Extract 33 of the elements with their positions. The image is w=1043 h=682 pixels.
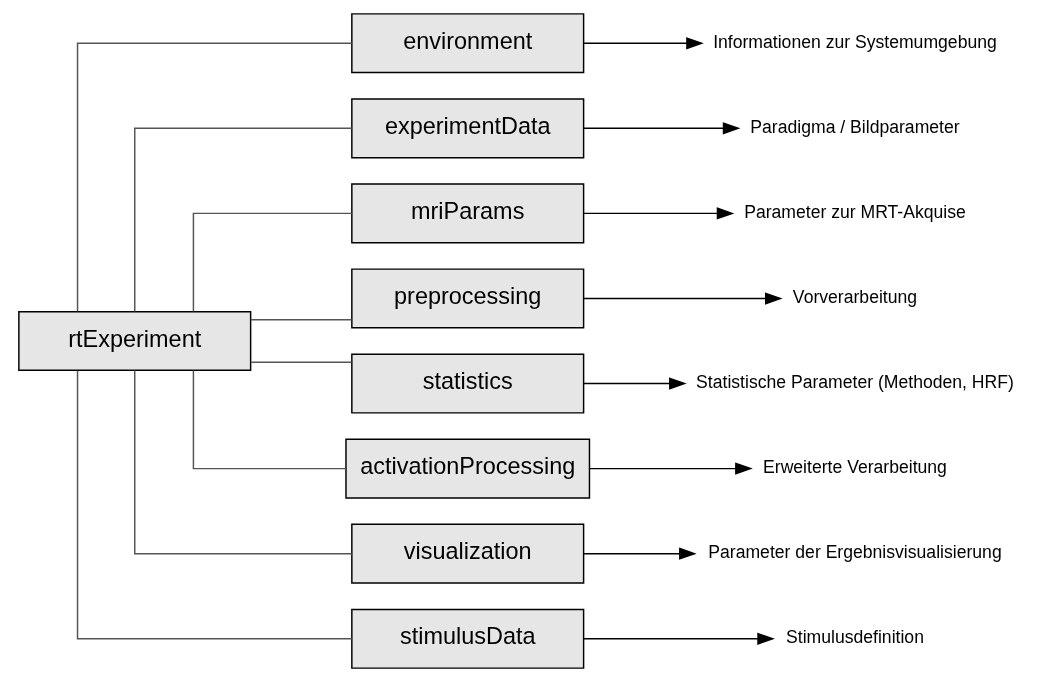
node-text: Statistische Parameter (Methoden, HRF) bbox=[695, 372, 1014, 393]
node-box: visualization bbox=[350, 523, 584, 584]
node-box: activationProcessing bbox=[344, 438, 590, 499]
arrow bbox=[582, 37, 704, 50]
connector bbox=[192, 212, 353, 313]
connector bbox=[249, 319, 352, 321]
node-text: Stimulusdefinition bbox=[785, 627, 924, 648]
arrow bbox=[582, 292, 783, 305]
node-box: statistics bbox=[350, 353, 584, 414]
arrow bbox=[582, 377, 687, 390]
connector bbox=[249, 361, 352, 363]
connector bbox=[76, 42, 352, 313]
arrow bbox=[582, 547, 697, 560]
arrow bbox=[582, 207, 734, 220]
arrow bbox=[588, 462, 753, 475]
node-text: Paradigma / Bildparameter bbox=[749, 116, 960, 137]
node-text: Informationen zur Systemumgebung bbox=[712, 31, 997, 52]
node-box: stimulusData bbox=[350, 608, 584, 669]
node-box: experimentData bbox=[350, 98, 584, 159]
node-text: Parameter zur MRT-Akquise bbox=[743, 201, 966, 222]
connector bbox=[133, 127, 352, 313]
node-box: mriParams bbox=[350, 183, 584, 244]
node-box: rtExperiment bbox=[17, 310, 251, 372]
node-box: environment bbox=[350, 13, 584, 74]
connector bbox=[133, 369, 352, 555]
arrow bbox=[582, 632, 775, 645]
node-box: preprocessing bbox=[350, 268, 584, 329]
node-text: Erweiterte Verarbeitung bbox=[762, 457, 947, 478]
connector bbox=[192, 369, 347, 470]
connector bbox=[76, 369, 352, 640]
node-text: Vorverarbeitung bbox=[792, 287, 917, 308]
node-text: Parameter der Ergebnisvisualisierung bbox=[707, 542, 1002, 563]
arrow bbox=[582, 122, 740, 135]
